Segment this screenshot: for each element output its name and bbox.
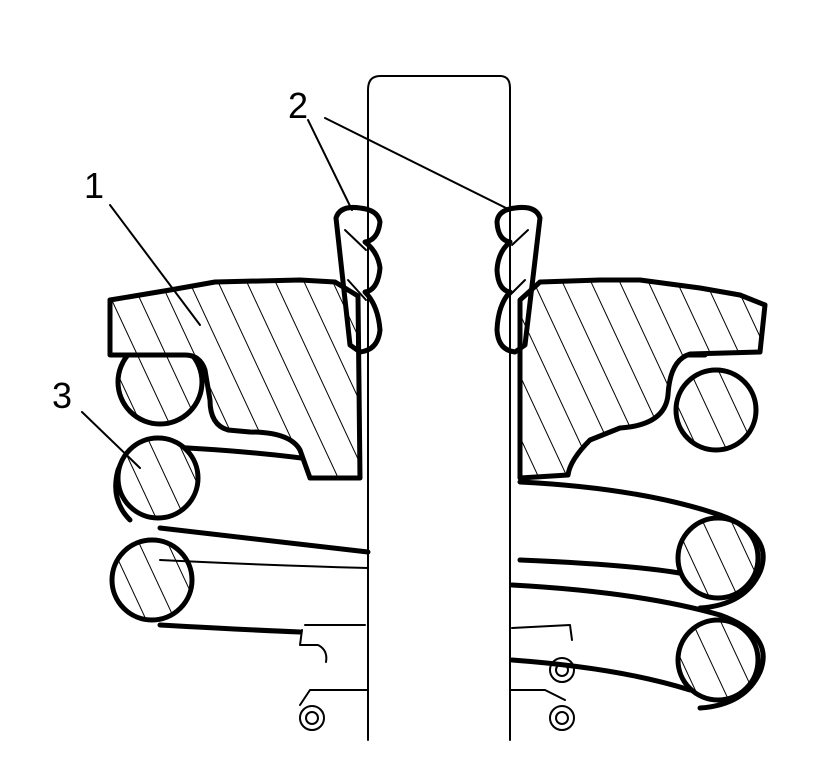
leader-line-2b xyxy=(324,117,511,211)
keeper-right xyxy=(494,205,543,355)
leader-line-2a xyxy=(307,119,353,211)
valve-stem xyxy=(367,75,511,741)
callout-1-label: 1 xyxy=(84,165,104,206)
callout-3-label: 3 xyxy=(52,375,72,416)
leader-line-3 xyxy=(81,411,141,469)
retainer-left xyxy=(107,277,363,481)
leader-line-1 xyxy=(109,204,201,326)
keeper-left xyxy=(333,205,383,355)
valve-seal xyxy=(299,624,575,731)
spring-coils-left xyxy=(109,337,371,635)
spring-coils-right xyxy=(509,352,766,711)
retainer-right xyxy=(517,277,768,481)
leader-lines xyxy=(81,117,511,469)
callout-2-label: 2 xyxy=(288,85,308,126)
